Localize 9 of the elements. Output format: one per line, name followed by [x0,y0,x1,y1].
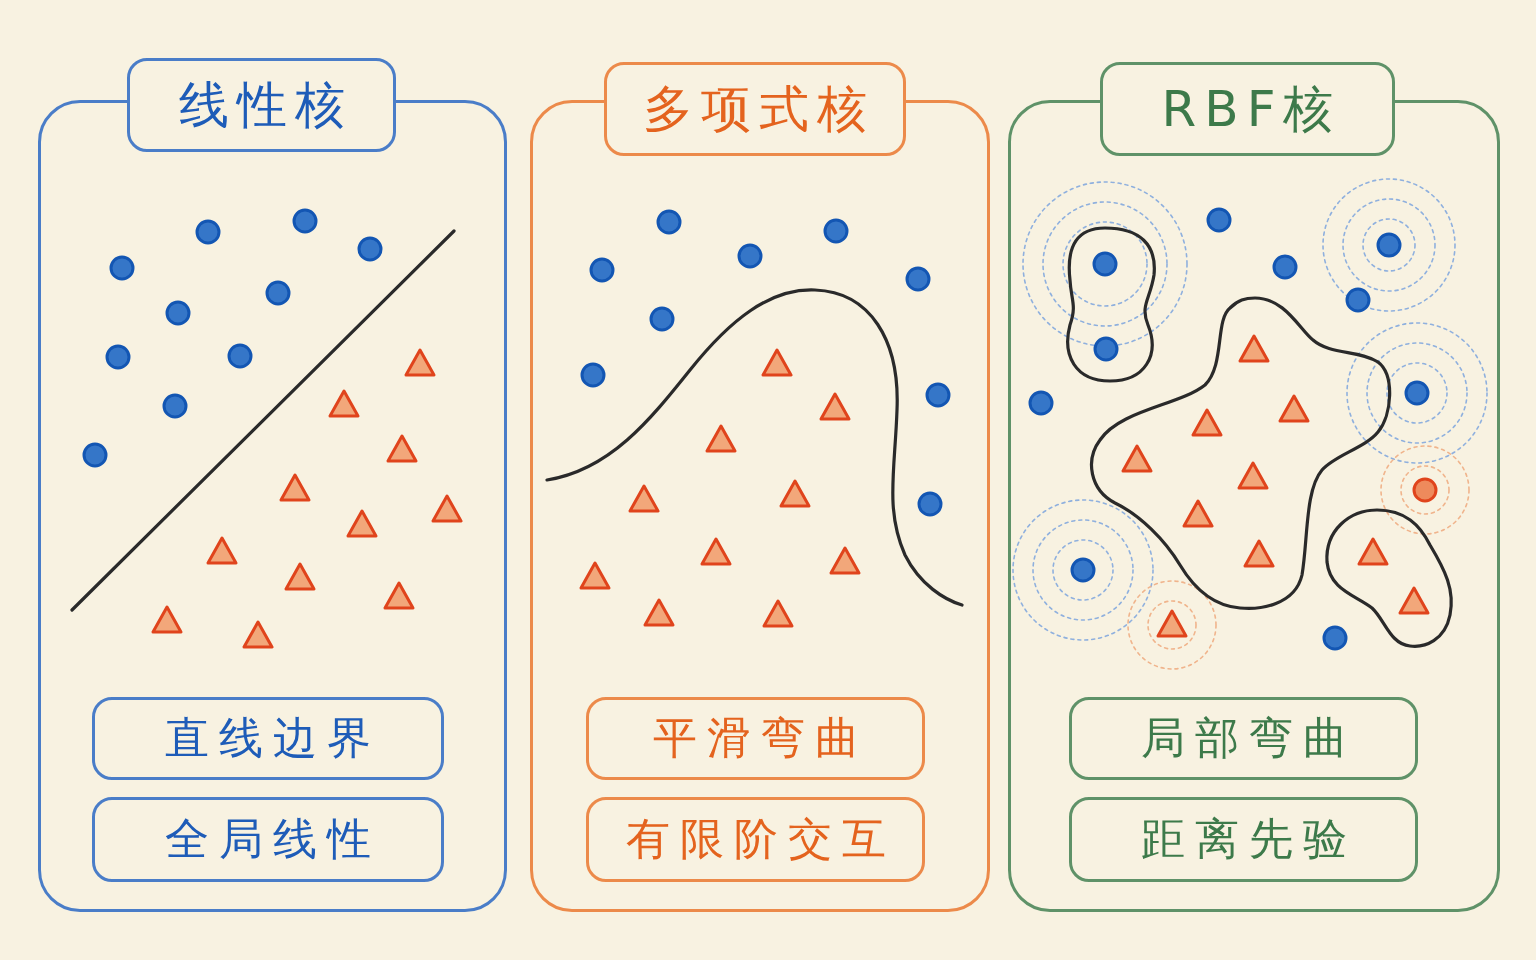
property-tag: 距离先验 [1069,797,1418,882]
panel-title: RBF核 [1100,62,1395,156]
property-tag: 全局线性 [92,797,444,882]
panel-title: 线性核 [127,58,396,152]
property-tag: 平滑弯曲 [586,697,925,780]
property-tag: 有限阶交互 [586,797,925,882]
property-tag: 直线边界 [92,697,444,780]
panel-title: 多项式核 [604,62,906,156]
property-tag: 局部弯曲 [1069,697,1418,780]
